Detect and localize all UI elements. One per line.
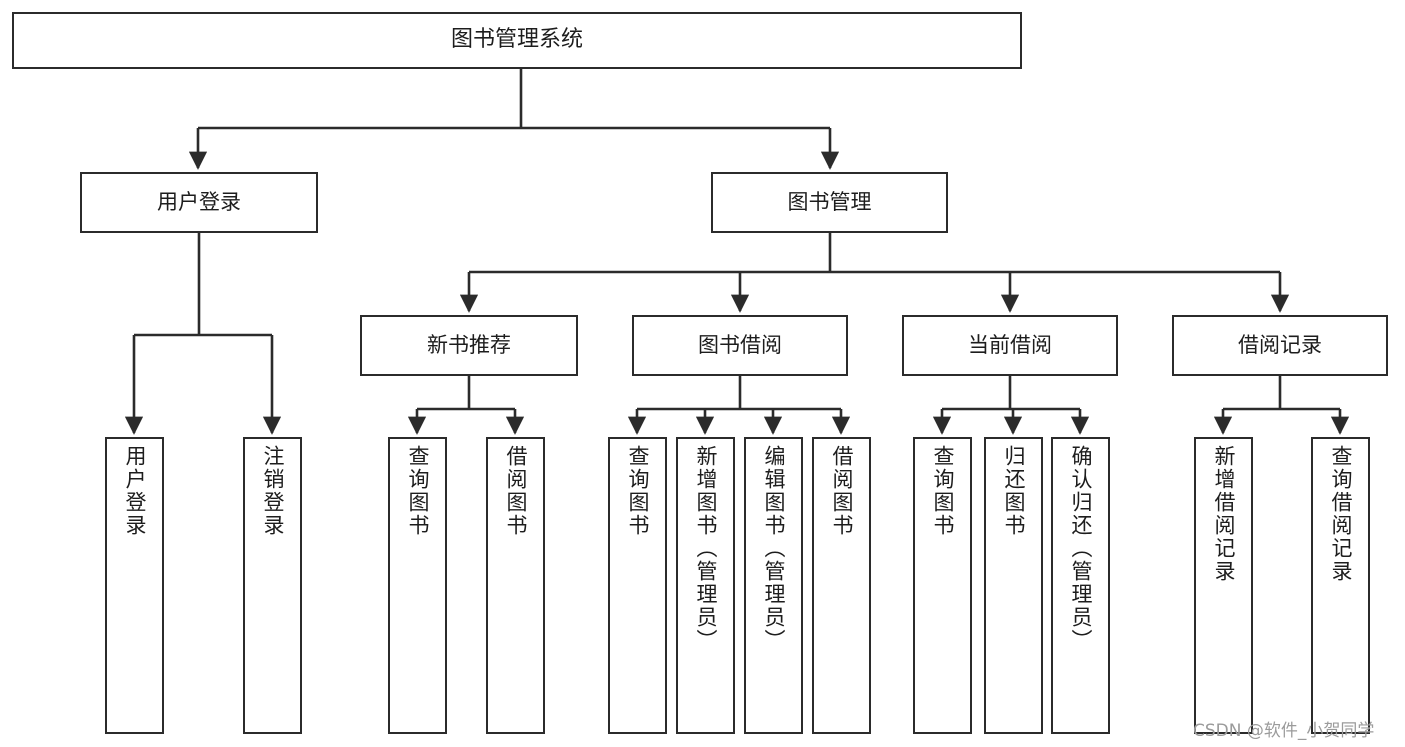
leaf-borrow-book[interactable]: 借阅图书 <box>812 437 871 734</box>
leaf-confirm-return-admin[interactable]: 确认归还（管理员） <box>1051 437 1110 734</box>
node-root-label: 图书管理系统 <box>450 27 583 53</box>
leaf-query-borrow-record[interactable]: 查询借阅记录 <box>1311 437 1370 734</box>
leaf-current-query-book-label: 查询图书 <box>931 445 955 537</box>
leaf-query-borrow-record-label: 查询借阅记录 <box>1329 445 1353 583</box>
node-book-borrow[interactable]: 图书借阅 <box>632 315 848 376</box>
leaf-return-book-label: 归还图书 <box>1002 445 1026 537</box>
node-new-book-recommend-label: 新书推荐 <box>427 332 511 357</box>
node-book-manage[interactable]: 图书管理 <box>711 172 948 233</box>
node-borrow-record[interactable]: 借阅记录 <box>1172 315 1388 376</box>
leaf-user-logout[interactable]: 注销登录 <box>243 437 302 734</box>
leaf-new-book-borrow[interactable]: 借阅图书 <box>486 437 545 734</box>
node-book-borrow-label: 图书借阅 <box>698 332 782 357</box>
leaf-edit-book-admin-label: 编辑图书（管理员） <box>762 445 786 652</box>
leaf-borrow-book-label: 借阅图书 <box>830 445 854 537</box>
leaf-new-book-borrow-label: 借阅图书 <box>504 445 528 537</box>
leaf-new-book-query-label: 查询图书 <box>406 445 430 537</box>
node-current-borrow[interactable]: 当前借阅 <box>902 315 1118 376</box>
leaf-edit-book-admin[interactable]: 编辑图书（管理员） <box>744 437 803 734</box>
leaf-add-book-admin[interactable]: 新增图书（管理员） <box>676 437 735 734</box>
leaf-borrow-query-book-label: 查询图书 <box>626 445 650 537</box>
node-new-book-recommend[interactable]: 新书推荐 <box>360 315 578 376</box>
leaf-return-book[interactable]: 归还图书 <box>984 437 1043 734</box>
node-root[interactable]: 图书管理系统 <box>12 12 1022 69</box>
leaf-user-login[interactable]: 用户登录 <box>105 437 164 734</box>
node-user-login-label: 用户登录 <box>157 189 241 214</box>
leaf-current-query-book[interactable]: 查询图书 <box>913 437 972 734</box>
leaf-add-book-admin-label: 新增图书（管理员） <box>694 445 718 652</box>
leaf-borrow-query-book[interactable]: 查询图书 <box>608 437 667 734</box>
leaf-add-borrow-record[interactable]: 新增借阅记录 <box>1194 437 1253 734</box>
leaf-add-borrow-record-label: 新增借阅记录 <box>1212 445 1236 583</box>
leaf-new-book-query[interactable]: 查询图书 <box>388 437 447 734</box>
node-user-login[interactable]: 用户登录 <box>80 172 318 233</box>
node-current-borrow-label: 当前借阅 <box>968 332 1052 357</box>
leaf-confirm-return-admin-label: 确认归还（管理员） <box>1069 445 1093 652</box>
leaf-user-login-label: 用户登录 <box>123 445 147 537</box>
node-borrow-record-label: 借阅记录 <box>1238 332 1322 357</box>
node-book-manage-label: 图书管理 <box>787 189 872 214</box>
leaf-user-logout-label: 注销登录 <box>261 445 285 537</box>
